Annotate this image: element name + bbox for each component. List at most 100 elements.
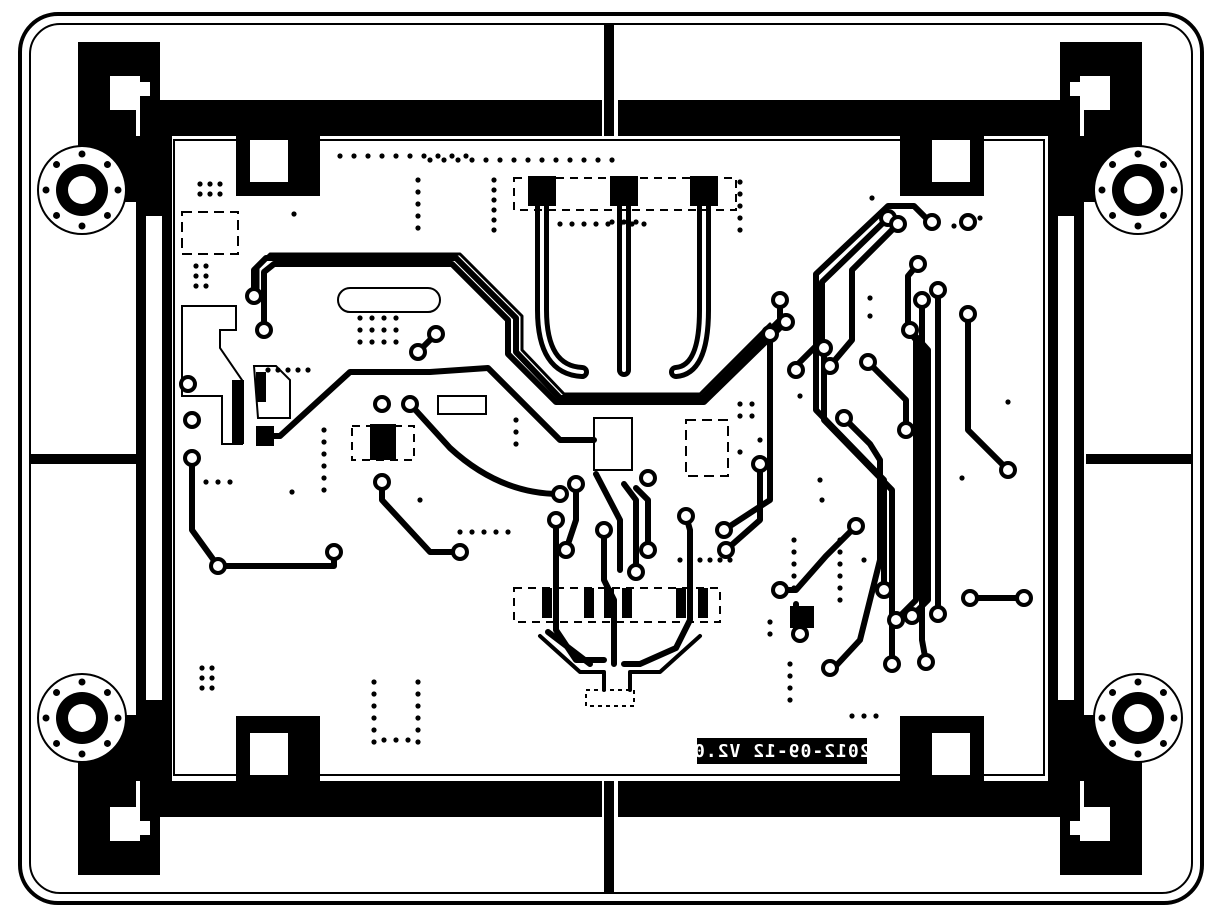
via — [677, 557, 683, 563]
via — [867, 295, 873, 301]
via — [415, 201, 421, 207]
via — [491, 187, 497, 193]
via — [371, 679, 377, 685]
ring-via — [1159, 211, 1167, 219]
via — [791, 561, 797, 567]
through-hole-pad — [999, 461, 1017, 479]
via — [417, 497, 423, 503]
via — [435, 153, 441, 159]
via — [415, 225, 421, 231]
via — [837, 573, 843, 579]
through-hole-pads — [179, 209, 1033, 677]
via — [215, 479, 221, 485]
via — [209, 665, 215, 671]
via — [381, 737, 387, 743]
through-hole-pad — [909, 255, 927, 273]
ring-via — [1109, 161, 1117, 169]
through-hole-pad — [639, 469, 657, 487]
via — [581, 157, 587, 163]
through-hole-pad — [325, 543, 343, 561]
ring-via — [1109, 739, 1117, 747]
through-hole-pad — [401, 395, 419, 413]
via — [407, 153, 413, 159]
via — [511, 157, 517, 163]
via — [787, 685, 793, 691]
via — [393, 339, 399, 345]
via — [861, 713, 867, 719]
ring-via — [103, 689, 111, 697]
through-hole-pad — [777, 313, 795, 331]
via — [553, 157, 559, 163]
footprint-outlines — [181, 177, 737, 707]
through-hole-pad — [815, 339, 833, 357]
via — [767, 619, 773, 625]
via — [207, 191, 213, 197]
via — [305, 367, 311, 373]
ring-via — [78, 678, 86, 686]
through-hole-pad — [427, 325, 445, 343]
via — [289, 489, 295, 495]
via — [357, 327, 363, 333]
via — [791, 573, 797, 579]
via — [491, 197, 497, 203]
via — [291, 211, 297, 217]
ring-via — [1134, 750, 1142, 758]
via — [697, 557, 703, 563]
ring-via — [1170, 186, 1178, 194]
via — [369, 327, 375, 333]
via — [609, 219, 615, 225]
via — [209, 685, 215, 691]
via — [203, 479, 209, 485]
through-hole-pad — [859, 353, 877, 371]
hole-ring-vias — [42, 150, 1178, 758]
via — [357, 315, 363, 321]
through-hole-pad — [923, 213, 941, 231]
through-hole-pad — [567, 475, 585, 493]
mounting-hole-top-right — [1093, 145, 1183, 235]
via — [469, 157, 475, 163]
ring-via — [1159, 161, 1167, 169]
ring-via — [53, 739, 61, 747]
via — [321, 487, 327, 493]
via — [1005, 399, 1011, 405]
via — [463, 153, 469, 159]
via — [791, 537, 797, 543]
through-hole-pad — [551, 485, 569, 503]
via — [609, 157, 615, 163]
via — [491, 177, 497, 183]
via — [379, 153, 385, 159]
via — [217, 181, 223, 187]
via — [357, 339, 363, 345]
via — [365, 153, 371, 159]
ring-via — [1109, 211, 1117, 219]
through-hole-pad — [373, 395, 391, 413]
through-hole-pad — [557, 541, 575, 559]
via — [227, 479, 233, 485]
via — [393, 153, 399, 159]
via — [469, 529, 475, 535]
via — [605, 221, 611, 227]
via — [791, 549, 797, 555]
through-hole-pad — [717, 541, 735, 559]
through-hole-pad — [959, 305, 977, 323]
board-dividers — [30, 24, 1192, 893]
via — [415, 679, 421, 685]
through-hole-pad — [883, 655, 901, 673]
via — [595, 157, 601, 163]
via — [207, 181, 213, 187]
ring-via — [42, 714, 50, 722]
ring-via — [1098, 186, 1106, 194]
via — [193, 263, 199, 269]
via — [197, 191, 203, 197]
through-hole-pad — [595, 521, 613, 539]
ring-via — [103, 211, 111, 219]
via — [491, 227, 497, 233]
via — [567, 157, 573, 163]
via — [369, 315, 375, 321]
ring-via — [114, 186, 122, 194]
via — [513, 429, 519, 435]
through-hole-pad — [787, 361, 805, 379]
via — [629, 221, 635, 227]
via — [861, 557, 867, 563]
via — [449, 153, 455, 159]
